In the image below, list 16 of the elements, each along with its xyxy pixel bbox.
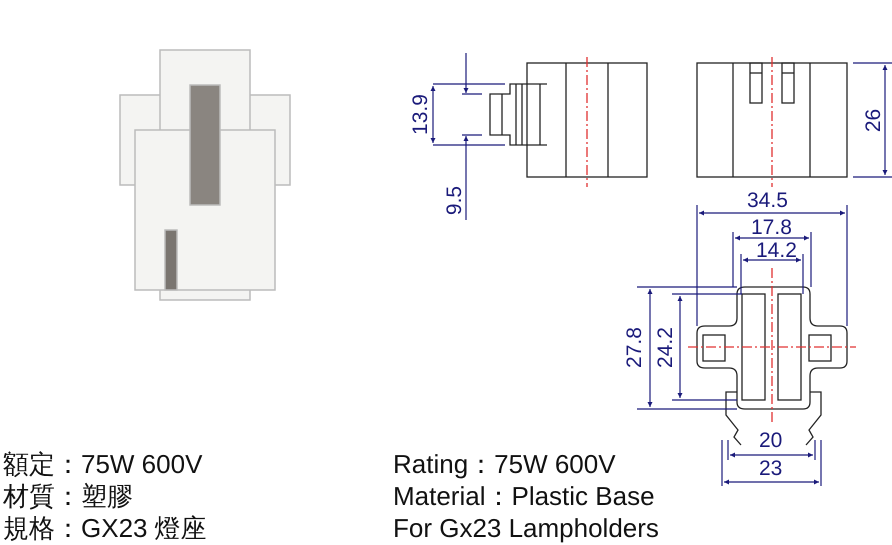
dimension-label: 26 xyxy=(863,108,884,132)
dimension-label: 27.8 xyxy=(624,327,645,368)
dimension-label: 24.2 xyxy=(654,327,676,368)
spec-text: 材質：塑膠 xyxy=(3,482,133,510)
dimension-label: 9.5 xyxy=(444,186,466,216)
spec-text: 規格：GX23 燈座 xyxy=(3,514,207,542)
dimension-label: 20 xyxy=(759,430,782,451)
dimension-label: 17.8 xyxy=(751,217,792,238)
dimension-label: 23 xyxy=(759,458,782,479)
dimension-label: 34.5 xyxy=(747,190,788,211)
dimension-label: 14.2 xyxy=(756,240,797,261)
spec-text: Material：Plastic Base xyxy=(393,482,655,510)
spec-text: Rating：75W 600V xyxy=(393,450,616,478)
spec-text: For Gx23 Lampholders xyxy=(393,514,659,542)
spec-text: 額定：75W 600V xyxy=(3,450,202,478)
dimension-label: 13.9 xyxy=(410,94,431,135)
